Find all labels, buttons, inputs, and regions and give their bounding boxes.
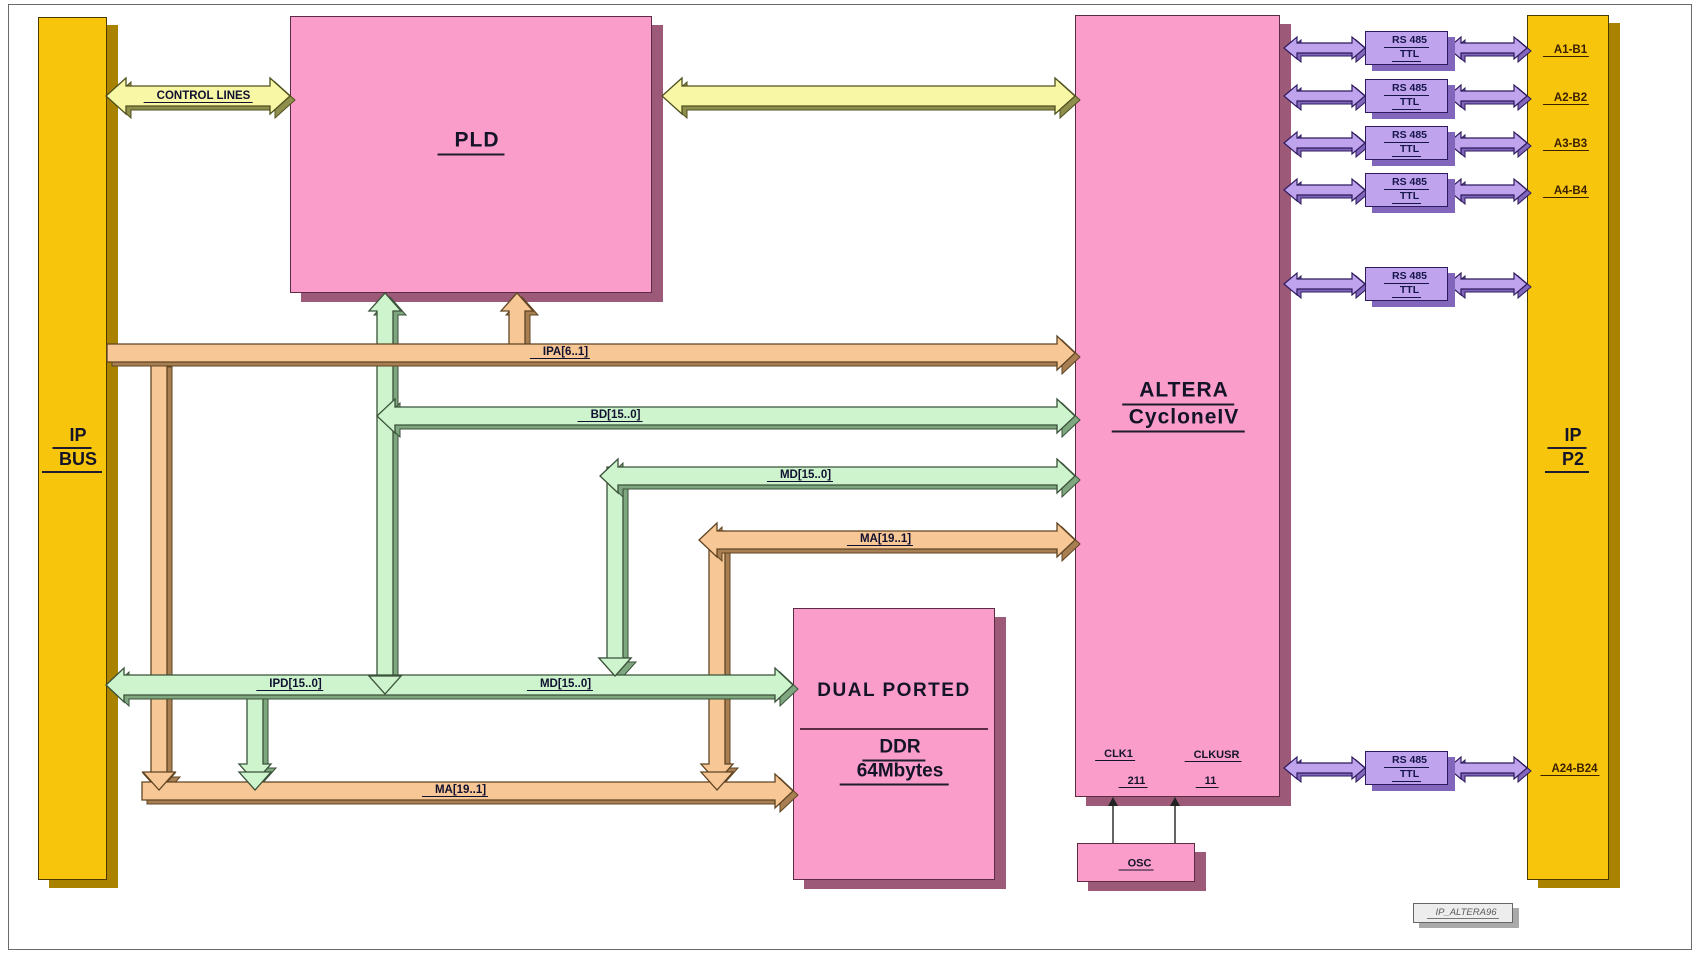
bd-label: BD[15..0] [577,405,643,423]
osc-clock-wires [1108,797,1180,843]
ttl-label: TTL [1391,190,1422,204]
sheet-title: IP_ALTERA96 [1427,907,1499,919]
ttl-label: TTL [1391,768,1422,782]
altera-block [1075,15,1280,797]
ddr-line2: 64Mbytes [839,761,949,786]
ttl-label: TTL [1391,284,1422,298]
ttl-label: TTL [1391,48,1422,62]
control-lines-label: CONTROL LINES [143,86,253,104]
ip-p2-title-line2: P2 [1544,449,1590,473]
riser-ipa-to-ma [142,362,181,796]
rs485-label: RS 485 [1383,34,1430,48]
altera-title-line2: CycloneIV [1111,406,1245,433]
sheet-border [8,4,1692,950]
osc-title: OSC [1118,855,1154,871]
md-upper-label: MD[15..0] [766,465,834,483]
ma-upper-label: MA[19..1] [846,529,914,547]
rs485-label: RS 485 [1383,270,1430,284]
port-label-a2b2: A2-B2 [1542,88,1590,106]
pld-title: PLD [437,129,505,156]
ip-p2-title-line1: IP [1547,425,1587,449]
riser-ma-upper-to-lower [700,530,739,787]
ipd-md-lower-bus [105,667,799,707]
rs485-ttl-box: RS 485 TTL [1365,31,1448,65]
ip-bus-title-line1: IP [52,425,92,449]
clk1-pin-label: CLK1 [1095,744,1135,762]
ip-bus-title-line2: BUS [41,449,103,473]
md-lower-label: MD[15..0] [526,674,594,692]
ipa-label: IPA[6..1] [529,342,591,360]
port-label-a1b1: A1-B1 [1542,40,1590,58]
altera-title-line1: ALTERA [1122,379,1234,406]
ipd-label: IPD[15..0] [256,674,324,692]
rs485-ttl-box: RS 485 TTL [1365,126,1448,160]
osc-block [1077,843,1195,882]
ttl-label: TTL [1391,96,1422,110]
clkusr-pin-number: 11 [1195,771,1219,789]
clkusr-pin-label: CLKUSR [1184,745,1242,763]
ddr-block [793,608,995,880]
rs485-label: RS 485 [1383,82,1430,96]
md-upper-bus [599,458,1081,498]
ttl-label: TTL [1391,143,1422,157]
port-label-a4b4: A4-B4 [1542,181,1590,199]
rs485-ttl-box: RS 485 TTL [1365,267,1448,301]
ipa-bus [106,335,1081,375]
rs485-ttl-box: RS 485 TTL [1365,79,1448,113]
ddr-line1: DDR [862,737,926,762]
rs485-label: RS 485 [1383,129,1430,143]
control-lines-bus-right [661,77,1081,119]
ddr-divider [800,728,988,730]
port-label-a24b24: A24-B24 [1540,759,1600,777]
rs485-ttl-box: RS 485 TTL [1365,173,1448,207]
sheet-title-plate: IP_ALTERA96 [1413,903,1513,923]
rs485-label: RS 485 [1383,176,1430,190]
riser-md-upper-to-lower [598,466,637,681]
bd-bus [376,398,1081,438]
ip-bus-block [38,17,107,880]
ddr-title: DUAL PORTED [817,680,971,701]
ma-lower-label: MA[19..1] [421,780,489,798]
rs485-label: RS 485 [1383,754,1430,768]
clk1-pin-number: 211 [1118,771,1148,789]
riser-ipa-to-pld [500,292,539,350]
port-label-a3b3: A3-B3 [1542,134,1590,152]
rs485-ttl-box: RS 485 TTL [1365,751,1448,785]
